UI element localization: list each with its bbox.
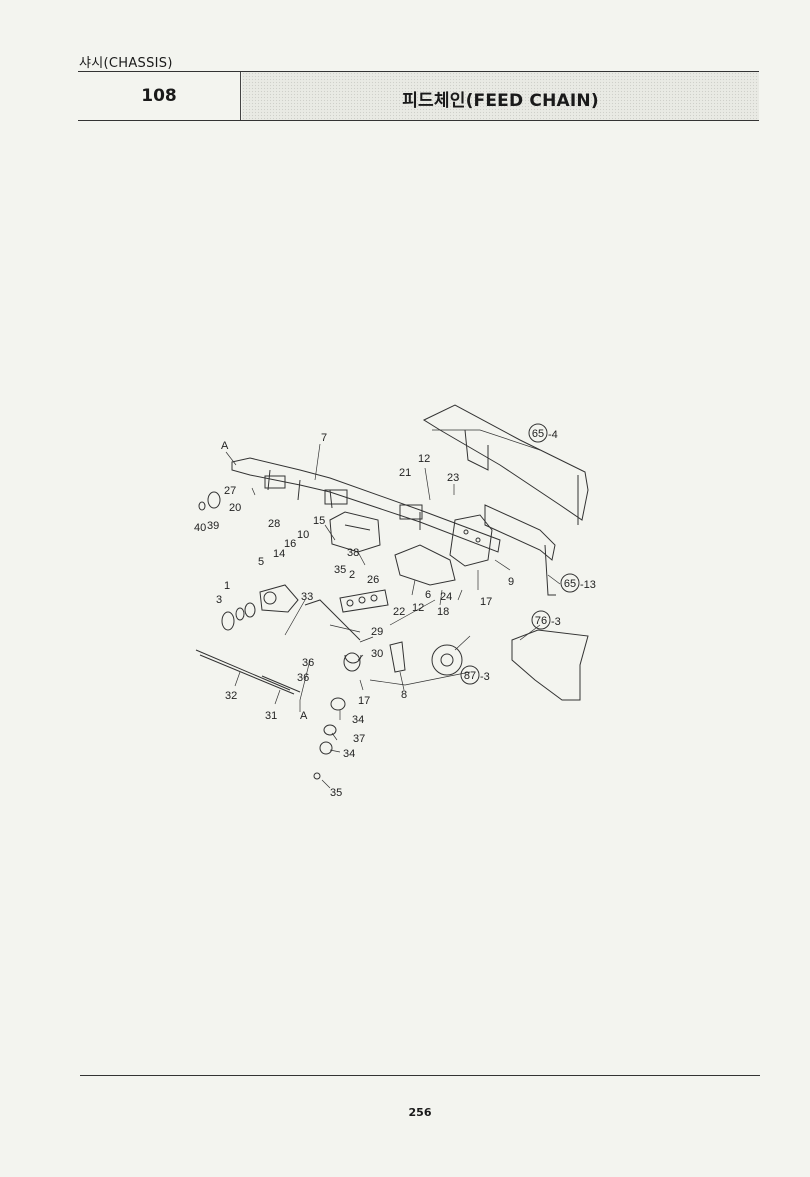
pins-and-rollers xyxy=(304,599,362,780)
callout-label: 30 xyxy=(371,648,383,660)
circled-ref-65-4: 65 -4 xyxy=(528,423,558,443)
callout-label: A xyxy=(221,440,229,452)
header-divider xyxy=(240,72,241,120)
circled-ref-number: 65 xyxy=(564,578,576,590)
circled-ref-suffix: -4 xyxy=(548,429,558,441)
callout-label: 2 xyxy=(349,569,355,581)
callout-label: 23 xyxy=(447,472,459,484)
callout-label: 22 xyxy=(393,606,405,618)
callout-label: 7 xyxy=(321,432,327,444)
callout-label: 20 xyxy=(229,502,241,514)
callout-label: 34 xyxy=(343,748,355,760)
callout-label: 12 xyxy=(418,453,430,465)
callout-label: 39 xyxy=(207,520,219,532)
callout-label: 8 xyxy=(401,689,407,701)
callout-label: 1 xyxy=(224,580,230,592)
callout-label: 38 xyxy=(347,547,359,559)
bevel-gear-assembly xyxy=(259,584,299,613)
callout-label: 35 xyxy=(334,564,346,576)
circled-ref-suffix: -13 xyxy=(580,579,596,591)
callout-label: 24 xyxy=(440,591,452,603)
bracket-9 xyxy=(484,504,556,596)
callout-label: 17 xyxy=(480,596,492,608)
guide-plate xyxy=(394,544,456,586)
upper-cover-part xyxy=(422,404,589,525)
callout-label: 33 xyxy=(301,591,313,603)
bracket-8 xyxy=(389,641,406,673)
callout-label: 36 xyxy=(302,657,314,669)
callout-label: 10 xyxy=(297,529,309,541)
header-shaded-band xyxy=(242,72,759,120)
circled-ref-76-3: 76 -3 xyxy=(531,610,561,630)
washers-left xyxy=(198,491,256,631)
callout-label: 9 xyxy=(508,576,514,588)
callout-label: 27 xyxy=(224,485,236,497)
callout-label: 28 xyxy=(268,518,280,530)
footer-rule xyxy=(80,1075,760,1076)
callout-label: 26 xyxy=(367,574,379,586)
circled-references: 65 -4 65 -13 76 -3 87 -3 xyxy=(460,423,596,685)
callout-label: 29 xyxy=(371,626,383,638)
header-bottom-rule xyxy=(78,120,759,121)
callout-label: 6 xyxy=(425,589,431,601)
circled-ref-number: 76 xyxy=(535,615,547,627)
section-label: 샤시(CHASSIS) xyxy=(79,56,173,71)
group-number: 108 xyxy=(141,86,177,106)
circled-ref-87-3: 87 -3 xyxy=(460,665,490,685)
callout-label: 35 xyxy=(330,787,342,799)
callout-label: 37 xyxy=(353,733,365,745)
page-number: 256 xyxy=(408,1106,432,1119)
circled-ref-65-13: 65 -13 xyxy=(560,573,596,593)
callout-label: 40 xyxy=(194,522,206,534)
callout-label: 36 xyxy=(297,672,309,684)
callout-label: 34 xyxy=(352,714,364,726)
circled-ref-number: 65 xyxy=(532,428,544,440)
callout-label: 16 xyxy=(284,538,296,550)
side-plate xyxy=(449,514,493,567)
callout-label: 5 xyxy=(258,556,264,568)
circled-ref-suffix: -3 xyxy=(551,616,561,628)
callout-label: 31 xyxy=(265,710,277,722)
header-top-rule xyxy=(78,71,759,72)
callout-label: 17 xyxy=(358,695,370,707)
callout-label: 12 xyxy=(412,602,424,614)
callout-labels: 7 A 27 20 40 39 28 12 21 23 15 10 16 14 … xyxy=(194,432,514,799)
circled-ref-number: 87 xyxy=(464,670,476,682)
callout-label: 21 xyxy=(399,467,411,479)
page-title: 피드체인(FEED CHAIN) xyxy=(402,91,599,111)
callout-label: 32 xyxy=(225,690,237,702)
main-frame-bar xyxy=(231,457,501,553)
sprocket-87 xyxy=(431,644,463,676)
callout-label: 15 xyxy=(313,515,325,527)
sprocket-housing xyxy=(329,511,381,553)
circled-ref-suffix: -3 xyxy=(480,671,490,683)
callout-label: 3 xyxy=(216,594,222,606)
callout-label: 18 xyxy=(437,606,449,618)
shaft-31-32 xyxy=(195,649,301,695)
chain-links xyxy=(339,589,389,613)
callout-label: 14 xyxy=(273,548,285,560)
lower-guide-76 xyxy=(511,629,589,701)
callout-label: A xyxy=(300,710,308,722)
